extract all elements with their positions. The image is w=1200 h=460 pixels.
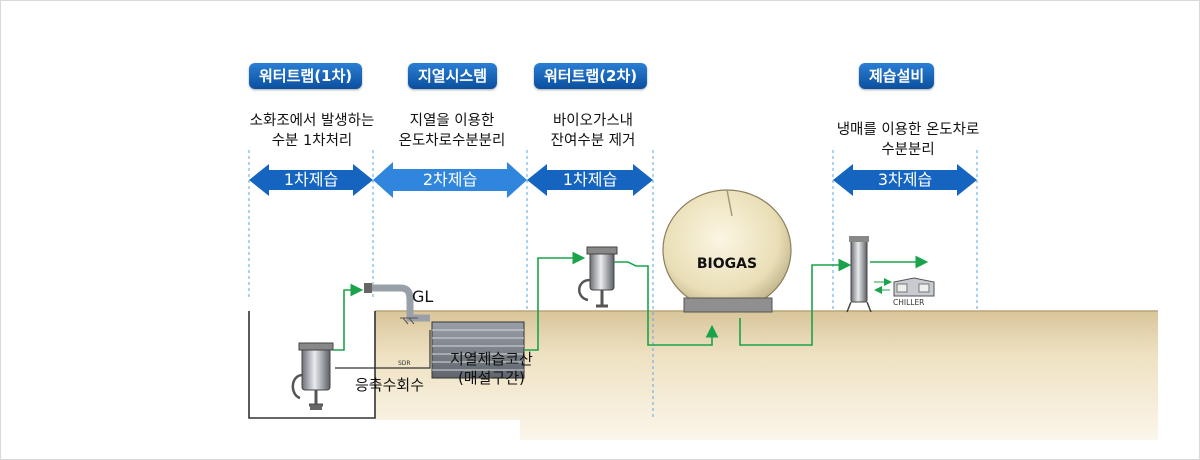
gas-pipe-4 (739, 258, 852, 346)
biogas-label: BIOGAS (696, 256, 758, 272)
stage-dividers (248, 150, 978, 420)
stage1-desc-line2: 수분 1차처리 (271, 133, 353, 149)
gas-pipe-2 (524, 251, 586, 351)
water-trap-2 (578, 246, 618, 308)
coil-label-line1: 지열제습코산 (450, 350, 533, 368)
stage3-desc-line1: 바이오가스내 (552, 113, 634, 129)
stage4-arrow-label: 3차제습 (877, 170, 933, 189)
pit-wall (248, 311, 376, 419)
stage1-title: 워터트랩(1차) (249, 63, 363, 89)
stage1-desc-line1: 소화조에서 발생하는 (249, 113, 375, 129)
refrigerant-arrows (874, 278, 892, 294)
gl-marker (400, 317, 418, 325)
gas-pipe-1 (333, 283, 364, 351)
stage2-title: 지열시스템 (408, 63, 498, 89)
stage3-desc-line2: 잔여수분 제거 (550, 133, 636, 149)
coil-label-line2: (매설구간) (457, 369, 525, 387)
arrow-stage1 (249, 164, 373, 196)
coil-label: 지열제습코산 (매설구간) (450, 350, 533, 388)
stage2-desc-line1: 지열을 이용한 (409, 113, 495, 129)
geothermal-coil (431, 321, 525, 379)
gl-label: GL (412, 287, 434, 306)
condensate-line (335, 330, 431, 369)
sdr-label: SDR (398, 360, 411, 367)
stage-arrows (249, 162, 977, 198)
stage3-arrow-label: 1차제습 (562, 170, 618, 189)
ground-pipe (368, 284, 430, 322)
stage3-title: 워터트랩(2차) (534, 63, 648, 89)
stage2-desc: 지열을 이용한 온도차로수분분리 (384, 111, 520, 151)
chiller-unit (893, 277, 935, 297)
biogas-tank (662, 189, 792, 313)
dehumidifier (846, 236, 872, 313)
stage1-arrow-label: 1차제습 (283, 170, 339, 189)
stage4-title: 제습설비 (859, 63, 935, 89)
chiller-label: CHILLER (893, 298, 925, 307)
ground (375, 311, 1158, 440)
stage4-desc-line1: 냉매를 이용한 온도차로 (836, 122, 980, 138)
arrow-stage4 (833, 164, 977, 196)
arrow-stage2 (373, 162, 527, 198)
water-trap-1 (291, 342, 334, 410)
gas-pipe-3 (614, 261, 719, 346)
stage2-arrow-label: 2차제습 (422, 170, 478, 189)
stage1-desc: 소화조에서 발생하는 수분 1차처리 (232, 111, 392, 151)
stage4-desc: 냉매를 이용한 온도차로 수분분리 (818, 120, 998, 160)
stage3-desc: 바이오가스내 잔여수분 제거 (530, 111, 656, 151)
arrow-stage3 (527, 164, 653, 196)
condensate-label: 응축수회수 (355, 376, 425, 394)
stage2-desc-line2: 온도차로수분분리 (398, 133, 506, 149)
stage4-desc-line2: 수분분리 (881, 142, 935, 158)
